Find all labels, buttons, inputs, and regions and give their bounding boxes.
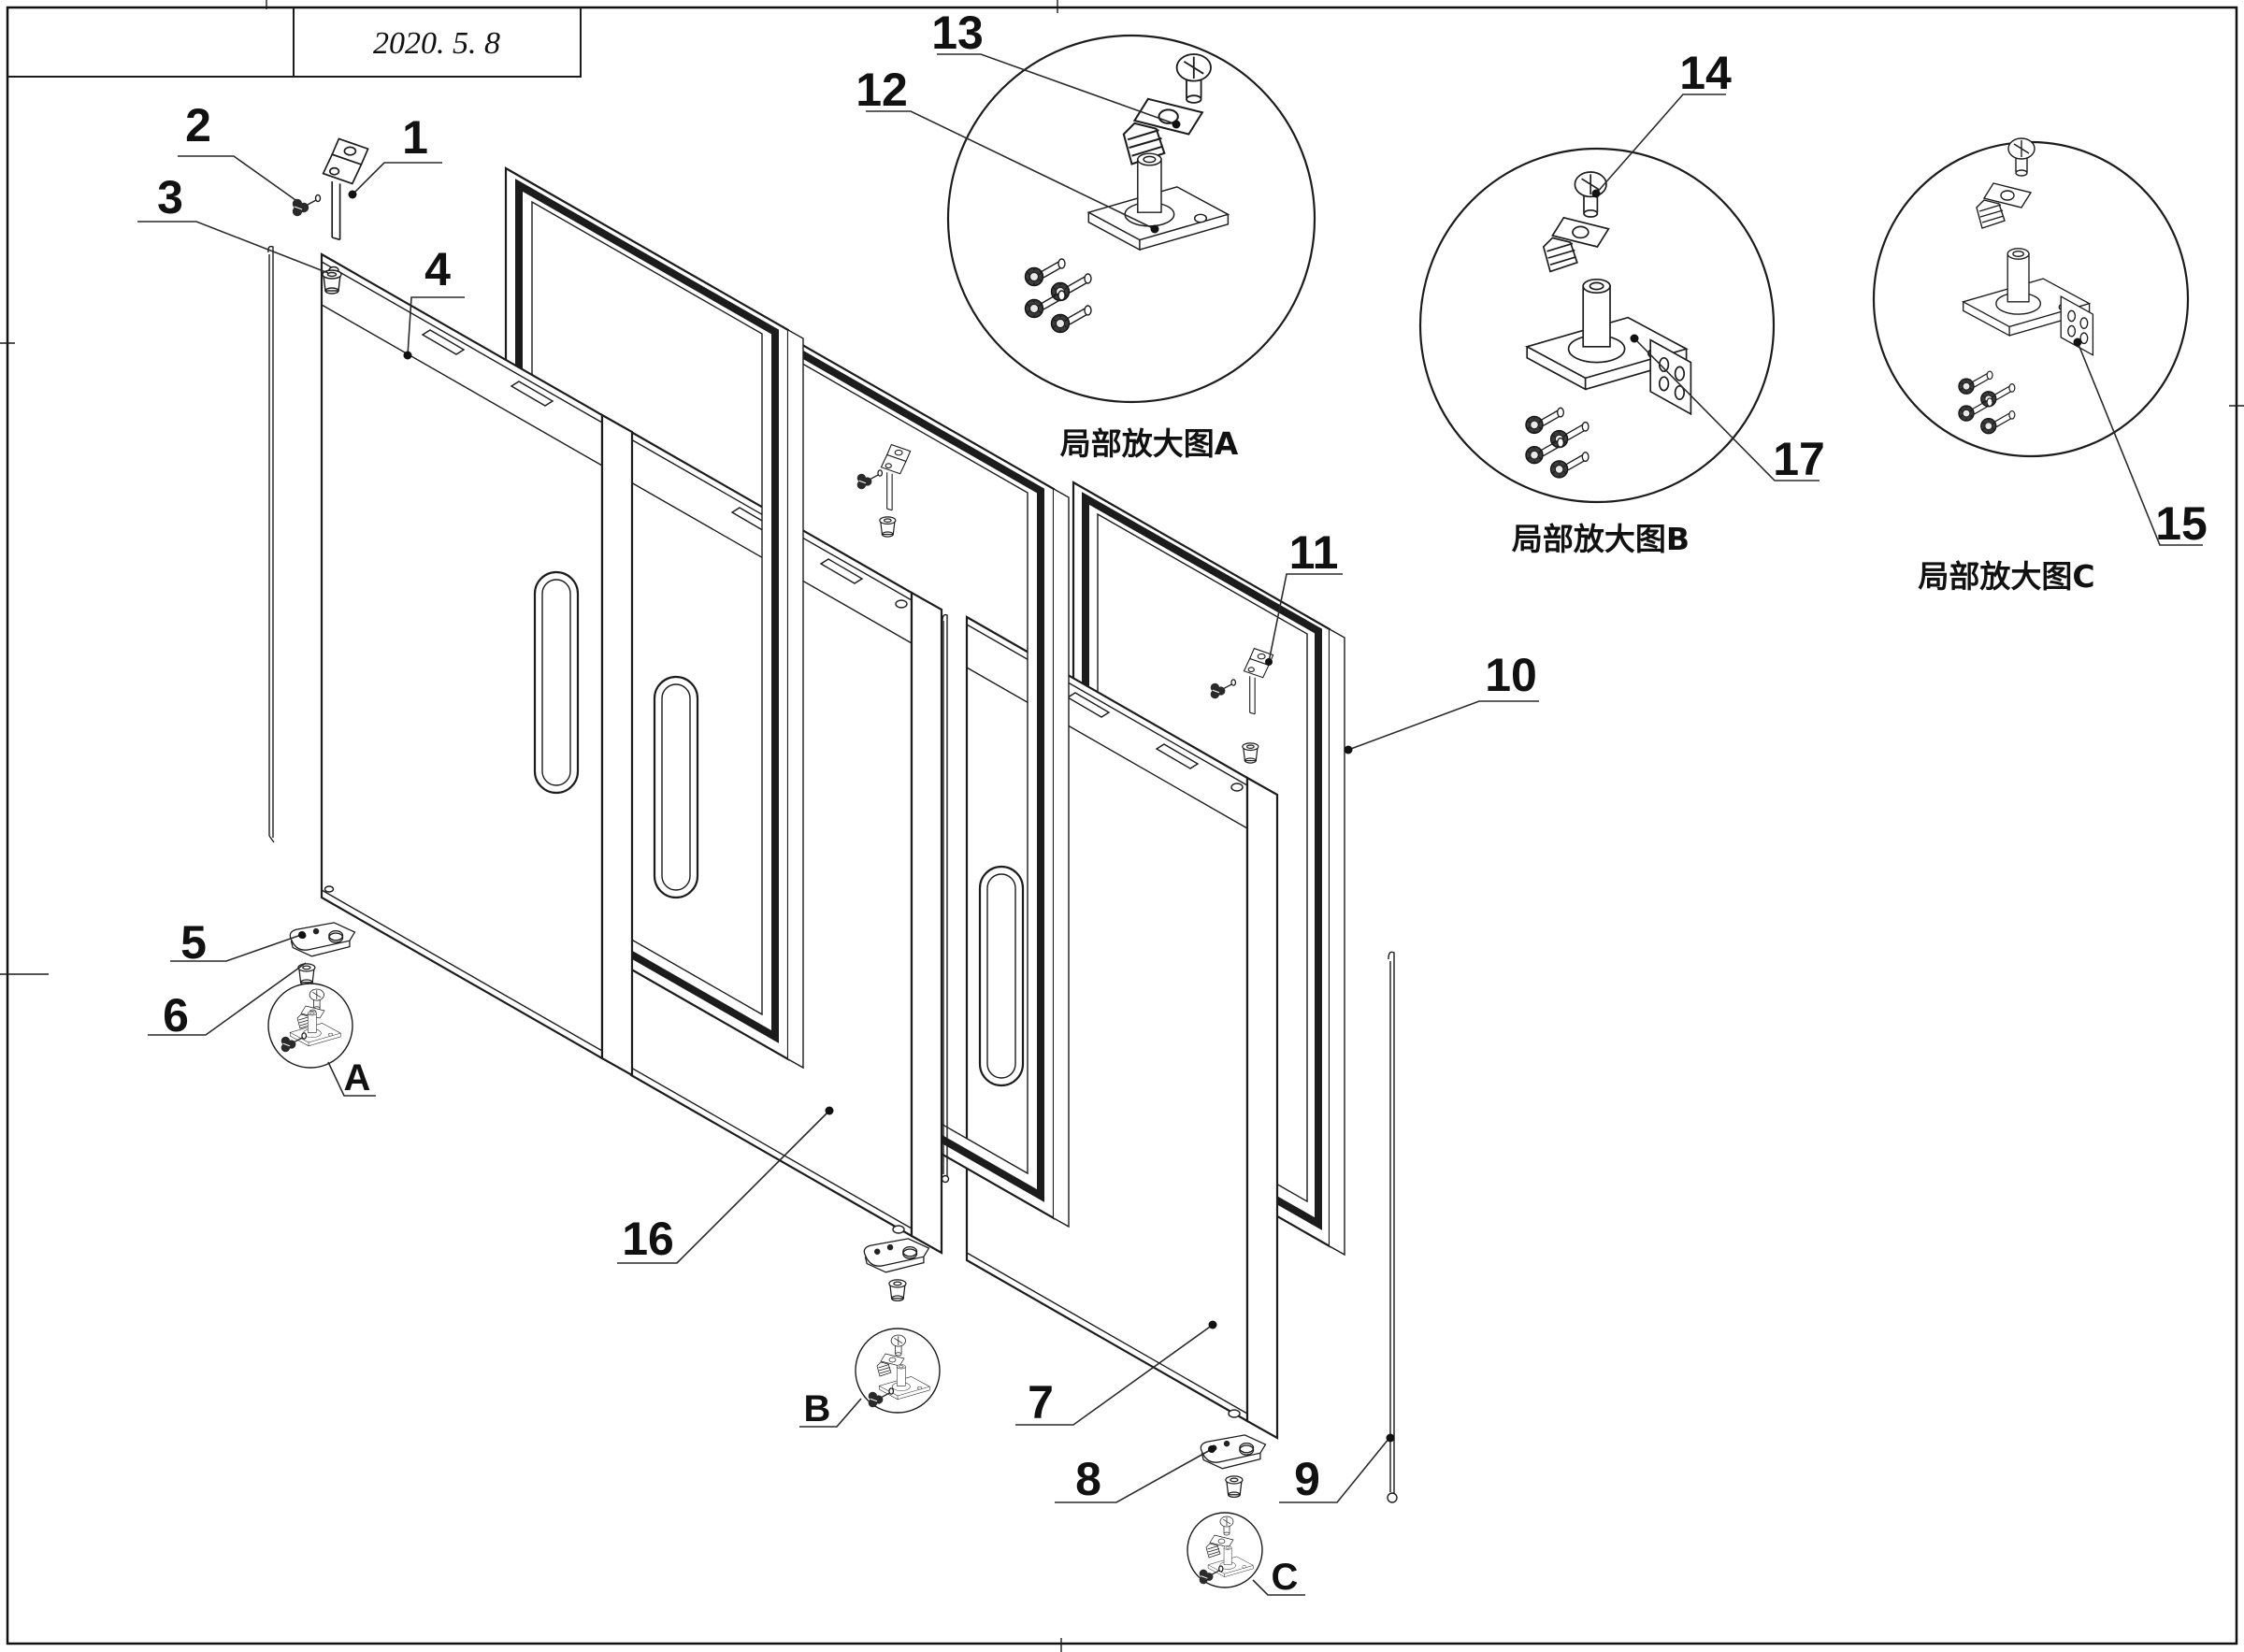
callout-ref-a: A	[327, 1057, 376, 1099]
detail-ref-circle-c	[1187, 1512, 1263, 1588]
callout-16: 16	[617, 1106, 834, 1265]
title-block: 2020. 5. 8	[7, 7, 582, 78]
callout-5: 5	[170, 916, 306, 969]
seal-rod-middle	[941, 613, 950, 1184]
callout-label: 6	[163, 989, 189, 1041]
callout-label: 10	[1485, 649, 1537, 701]
callout-label: 11	[1289, 526, 1339, 579]
callout-label: 12	[856, 64, 908, 116]
callout-label: 4	[424, 243, 451, 295]
seal-rod-left	[267, 245, 275, 843]
callout-label: 13	[931, 7, 984, 59]
callout-2: 2	[178, 99, 306, 208]
callout-label: A	[344, 1057, 371, 1099]
callout-14: 14	[1591, 47, 1732, 198]
callout-11: 11	[1265, 526, 1343, 666]
detail-b-caption: 局部放大图B	[1512, 521, 1690, 557]
callout-label: C	[1272, 1557, 1299, 1598]
door-handle	[533, 570, 580, 795]
detail-ref-circle-a	[267, 983, 353, 1069]
seal-rod-right	[1387, 951, 1398, 1503]
callout-label: 9	[1294, 1453, 1320, 1505]
callout-label: 16	[622, 1213, 674, 1265]
callout-6: 6	[148, 962, 307, 1041]
door-top-slot	[1066, 692, 1111, 718]
hinge-pin-hole	[1228, 1409, 1241, 1418]
callout-3: 3	[137, 171, 329, 274]
callout-label: 14	[1679, 47, 1732, 99]
detail-view-b: 局部放大图B	[1418, 147, 1776, 557]
callouts: 1 2 3 4 5 6 7 8 9 10 11 12 13 14 15 16 1…	[137, 7, 2208, 1598]
callout-label: 8	[1075, 1453, 1101, 1505]
callout-ref-b: B	[799, 1388, 862, 1429]
hinge-pin-hole	[895, 599, 908, 609]
callout-9: 9	[1279, 1433, 1395, 1505]
bottom-hinge-hardware-right	[1200, 1434, 1267, 1499]
door-panel-right	[965, 615, 1279, 1440]
detail-a-caption: 局部放大图A	[1060, 425, 1239, 462]
callout-4: 4	[403, 243, 465, 360]
detail-view-a: 局部放大图A	[946, 34, 1316, 462]
door-top-slot	[1155, 743, 1200, 769]
door-top-slot	[421, 329, 466, 355]
callout-label: 5	[180, 916, 207, 969]
callout-13: 13	[931, 7, 1181, 129]
callout-10: 10	[1344, 649, 1539, 754]
revision-date: 2020. 5. 8	[373, 26, 500, 61]
callout-ref-c: C	[1252, 1557, 1305, 1598]
gasket-frame-right	[1072, 481, 1345, 1257]
hinge-pin-hole	[1230, 783, 1244, 792]
callout-label: 7	[1028, 1376, 1054, 1429]
detail-c-caption: 局部放大图C	[1918, 558, 2094, 595]
hinge-pin-hole	[324, 885, 335, 893]
top-hinge-hardware-right	[1210, 648, 1274, 764]
callout-15: 15	[2073, 338, 2208, 550]
callout-label: 15	[2155, 497, 2208, 550]
door-panel-left	[320, 252, 634, 1077]
callout-1: 1	[348, 111, 442, 199]
callout-7: 7	[1015, 1320, 1217, 1429]
callout-8: 8	[1055, 1445, 1216, 1505]
top-hinge-hardware-middle	[856, 444, 912, 538]
door-handle	[978, 865, 1025, 1087]
callout-12: 12	[856, 64, 1159, 234]
callout-label: B	[804, 1388, 831, 1429]
door-handle	[653, 675, 699, 899]
callout-17: 17	[1630, 334, 1825, 485]
hinge-pin-hole	[892, 1225, 905, 1234]
bottom-hinge-hardware-middle	[863, 1238, 930, 1302]
door-top-slot	[510, 381, 554, 407]
callout-label: 2	[185, 99, 211, 151]
top-hinge-hardware-left	[292, 137, 369, 294]
callout-label: 1	[402, 111, 428, 164]
detail-ref-circle-b	[855, 1328, 941, 1414]
callout-label: 3	[157, 171, 183, 223]
door-top-slot	[819, 558, 864, 584]
callout-label: 17	[1773, 433, 1825, 485]
detail-view-c: 局部放大图C	[1872, 137, 2190, 595]
